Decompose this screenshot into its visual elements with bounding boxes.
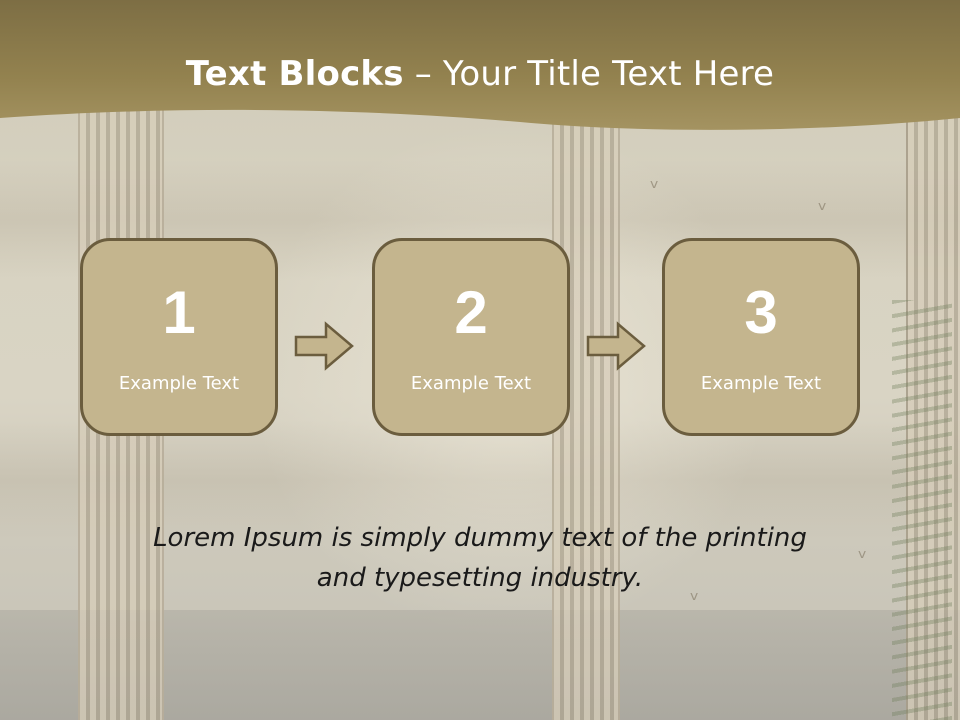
- block-label: Example Text: [700, 373, 822, 394]
- page-title: Text Blocks – Your Title Text Here: [0, 54, 960, 94]
- block-label: Example Text: [410, 373, 532, 394]
- block-number: 3: [744, 279, 778, 346]
- bird-icon: ᵛ: [818, 198, 828, 223]
- background-vine: [892, 300, 952, 720]
- block-number: 1: [162, 279, 196, 346]
- title-bold: Text Blocks: [185, 54, 404, 94]
- title-banner: Text Blocks – Your Title Text Here: [0, 0, 960, 140]
- caption-line-1: Lorem Ipsum is simply dummy text of the …: [153, 523, 807, 553]
- caption-text: Lorem Ipsum is simply dummy text of the …: [80, 518, 880, 598]
- text-block-1: 1 Example Text: [80, 238, 278, 436]
- background-column-right: [906, 100, 960, 720]
- text-block-2: 2 Example Text: [372, 238, 570, 436]
- title-banner-shape: [0, 0, 960, 130]
- block-number: 2: [454, 279, 488, 346]
- right-arrow-icon: [294, 321, 354, 371]
- text-block-3: 3 Example Text: [662, 238, 860, 436]
- title-rest: Your Title Text Here: [442, 54, 775, 94]
- right-arrow-icon: [586, 321, 646, 371]
- title-dash: –: [403, 54, 443, 94]
- bird-icon: ᵛ: [650, 176, 660, 201]
- bird-icon: ᵛ: [690, 588, 700, 613]
- caption-line-2: and typesetting industry.: [316, 563, 644, 593]
- bird-icon: ᵛ: [858, 546, 868, 571]
- block-label: Example Text: [118, 373, 240, 394]
